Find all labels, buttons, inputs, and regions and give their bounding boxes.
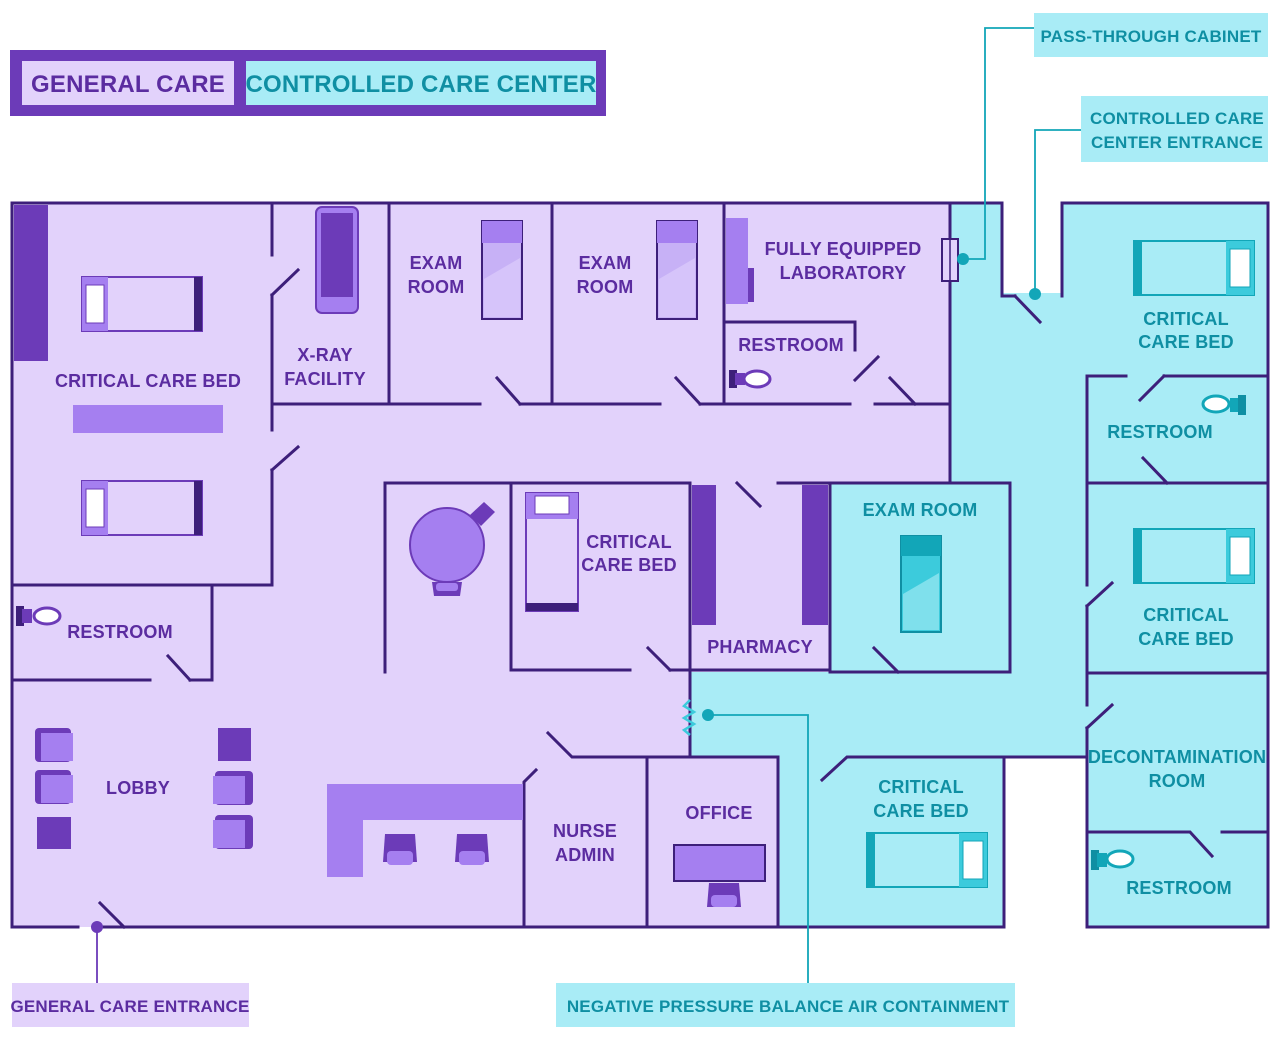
room-label-cc-bed3-2: CARE BED: [873, 801, 969, 821]
outside-notch: [1002, 203, 1062, 293]
bed-left-bottom: [81, 480, 203, 536]
room-label-exam2-2: ROOM: [577, 277, 634, 297]
negative-pressure-callout-box: [556, 983, 1015, 1027]
room-label-cc-bed1-2: CARE BED: [1138, 332, 1234, 352]
controlled-care-zone: [690, 203, 1268, 927]
room-label-nurse-2: ADMIN: [555, 845, 615, 865]
toilet-lab: [729, 369, 772, 389]
room-label-exam1-1: EXAM: [410, 253, 463, 273]
room-label-cc-bed3-1: CRITICAL: [878, 777, 964, 797]
counter-dark: [14, 205, 48, 361]
reception-desk: [327, 784, 523, 877]
toilet-left: [16, 606, 62, 626]
round-table: [409, 502, 495, 596]
cc-entrance-callout-line2: CENTER ENTRANCE: [1091, 133, 1263, 152]
pharmacy-shelf-left: [692, 485, 716, 625]
room-label-cc-exam: EXAM ROOM: [863, 500, 978, 520]
toilet-cc-1: [1201, 394, 1246, 415]
lab-bench: [726, 218, 748, 304]
toilet-cc-2: [1091, 849, 1135, 870]
cc-entrance-callout-box: [1081, 96, 1268, 162]
room-label-decon-2: ROOM: [1149, 771, 1206, 791]
lobby-chairs: [35, 728, 253, 849]
room-label-cc-bed2-1: CRITICAL: [1143, 605, 1229, 625]
room-label-critical-center-1: CRITICAL: [586, 532, 672, 552]
room-label-lab-2: LABORATORY: [780, 263, 907, 283]
cc-entrance-marker: [1029, 288, 1041, 300]
general-entrance-callout: GENERAL CARE ENTRANCE: [10, 997, 249, 1016]
bed-center: [525, 492, 579, 612]
lab-shelf: [748, 268, 754, 302]
cc-entrance-callout-line1: CONTROLLED CARE: [1090, 109, 1264, 128]
cc-bed-3: [866, 832, 988, 888]
room-label-cc-bed1-1: CRITICAL: [1143, 309, 1229, 329]
room-label-office: OFFICE: [685, 803, 752, 823]
legend-general-swatch: [22, 61, 234, 105]
general-entrance-callout-box: [12, 983, 249, 1027]
cc-bed-1: [1133, 240, 1255, 296]
legend-general-label: GENERAL CARE: [31, 71, 225, 98]
exam-table-1: [481, 220, 523, 320]
room-label-cc-restroom1: RESTROOM: [1107, 422, 1213, 442]
room-label-pharmacy: PHARMACY: [707, 637, 813, 657]
pass-through-callout: PASS-THROUGH CABINET: [1041, 27, 1262, 46]
room-label-critical-left: CRITICAL CARE BED: [55, 371, 241, 391]
general-entrance-marker: [91, 921, 103, 933]
room-label-lobby: LOBBY: [106, 778, 170, 798]
office-desk: [673, 844, 766, 907]
negative-pressure-seal: [681, 699, 697, 736]
room-label-restroom-left: RESTROOM: [67, 622, 173, 642]
reception-chairs: [383, 834, 489, 865]
negative-pressure-callout: NEGATIVE PRESSURE BALANCE AIR CONTAINMEN…: [567, 997, 1010, 1016]
legend-controlled-swatch: [246, 61, 596, 105]
negative-pressure-marker: [702, 709, 714, 721]
bed-left-top: [81, 276, 203, 332]
cc-exam-table: [900, 535, 942, 633]
room-label-nurse-1: NURSE: [553, 821, 617, 841]
exam-table-2: [656, 220, 698, 320]
room-label-decon-1: DECONTAMINATION: [1088, 747, 1266, 767]
callout-lines: [708, 27, 1083, 983]
cc-bed-2: [1133, 528, 1255, 584]
pharmacy-shelf-right: [802, 485, 828, 625]
counter: [73, 405, 223, 433]
pass-through-callout-box: [1034, 13, 1268, 57]
legend: GENERAL CARE CONTROLLED CARE CENTER: [10, 50, 606, 116]
room-label-exam2-1: EXAM: [579, 253, 632, 273]
room-label-critical-center-2: CARE BED: [581, 555, 677, 575]
room-label-lab-1: FULLY EQUIPPED: [765, 239, 922, 259]
room-label-exam1-2: ROOM: [408, 277, 465, 297]
pass-through-marker: [957, 253, 969, 265]
room-label-xray-2: FACILITY: [284, 369, 366, 389]
room-label-cc-restroom2: RESTROOM: [1126, 878, 1232, 898]
xray-table: [315, 206, 359, 314]
room-label-cc-bed2-2: CARE BED: [1138, 629, 1234, 649]
room-label-restroom-lab: RESTROOM: [738, 335, 844, 355]
room-label-xray-1: X-RAY: [297, 345, 352, 365]
legend-controlled-label: CONTROLLED CARE CENTER: [245, 71, 596, 98]
